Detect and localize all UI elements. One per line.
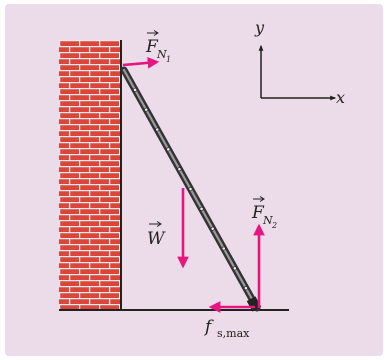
ladder-rung: [188, 187, 193, 191]
ladder-rung: [144, 107, 149, 112]
ladder-rung: [166, 147, 171, 152]
svg-text:s,max: s,max: [217, 327, 250, 340]
label-weight: W: [147, 221, 166, 249]
ladder-rung: [221, 246, 226, 251]
svg-text:1: 1: [166, 55, 171, 64]
ladder-rung: [210, 226, 215, 231]
label-static-friction: f s,max: [203, 317, 250, 340]
coordinate-axes: y x: [254, 18, 345, 107]
ladder: [120, 66, 262, 312]
label-normal-force-floor: F N 2: [251, 196, 277, 230]
ladder-rung: [177, 167, 182, 172]
ladder-rung: [232, 266, 237, 271]
label-normal-force-wall: F N 1: [145, 30, 171, 64]
brick-wall: [59, 40, 121, 310]
x-axis-label: x: [336, 88, 345, 107]
ladder-rung: [244, 286, 248, 291]
ladder-rung: [199, 206, 204, 211]
y-axis-label: y: [254, 18, 265, 37]
ladder-rung: [155, 127, 160, 132]
ladder-rung: [133, 87, 137, 92]
svg-text:W: W: [147, 229, 166, 249]
ladder-force-diagram: y x F N 1 W F N 2 f s,max: [5, 4, 383, 356]
svg-text:F: F: [251, 203, 265, 223]
svg-text:f: f: [203, 317, 214, 337]
svg-text:N: N: [156, 48, 167, 61]
wall-normal-force-arrow: [122, 56, 160, 69]
diagram-canvas: y x F N 1 W F N 2 f s,max: [59, 18, 345, 340]
svg-text:N: N: [262, 214, 273, 227]
svg-text:F: F: [145, 37, 159, 57]
svg-text:2: 2: [271, 221, 277, 230]
